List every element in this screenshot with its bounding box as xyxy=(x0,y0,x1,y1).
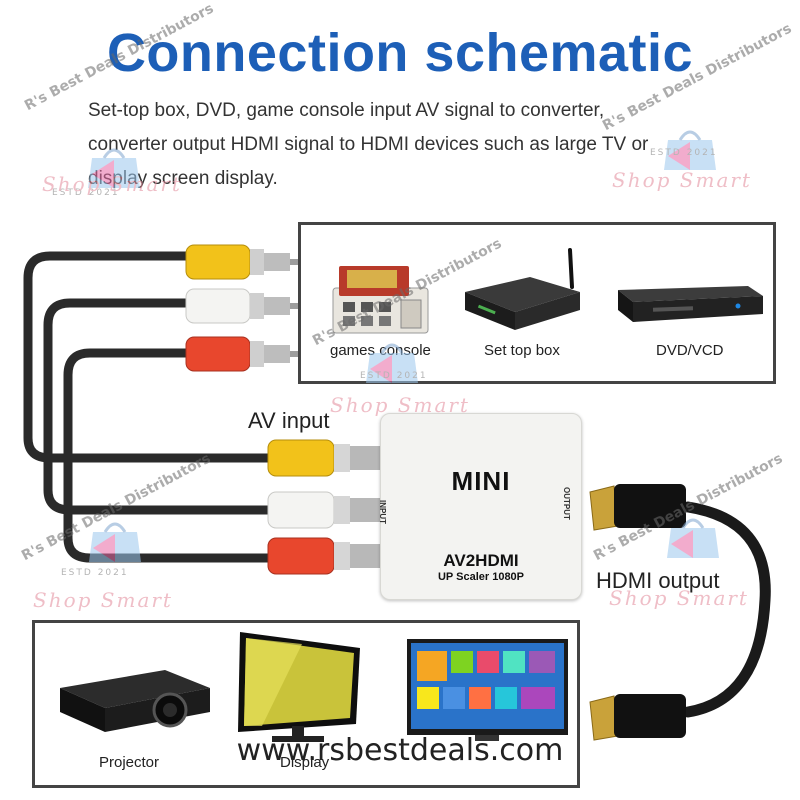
source-label-games-console: games console xyxy=(330,342,431,359)
converter-model: AV2HDMI xyxy=(443,551,519,570)
display-label-display: Display xyxy=(280,754,330,771)
game-console-icon xyxy=(332,266,429,334)
source-label-dvd-vcd: DVD/VCD xyxy=(656,342,724,359)
hdmi-cable xyxy=(682,501,771,718)
hdmi-plug-bottom xyxy=(589,694,686,741)
rca-plug-red-source xyxy=(185,336,298,372)
converter-brand: MINI xyxy=(451,466,511,496)
hdmi-output-label: HDMI output xyxy=(596,568,720,593)
av-input-label: AV input xyxy=(248,408,330,433)
av-cable-red xyxy=(63,348,275,563)
monitor-icon xyxy=(238,632,360,742)
source-label-set-top-box: Set top box xyxy=(484,342,560,359)
rca-plugs-source xyxy=(185,244,298,372)
rca-plug-red-input xyxy=(267,537,380,575)
dvd-player-icon xyxy=(618,286,763,322)
description-line-2: converter output HDMI signal to HDMI dev… xyxy=(88,134,649,155)
rca-plug-yellow-input xyxy=(267,439,380,477)
rca-plug-white-source xyxy=(185,288,298,324)
rca-plug-yellow-source xyxy=(185,244,298,280)
converter-input-port-label: INPUT xyxy=(378,500,387,524)
converter-output-port-label: OUTPUT xyxy=(562,487,571,520)
website-url: www.rsbestdeals.com xyxy=(236,733,564,768)
tv-icon xyxy=(407,639,568,741)
set-top-box-icon xyxy=(465,248,580,330)
hdmi-plug-top xyxy=(589,484,686,531)
rca-plugs-input xyxy=(267,439,380,575)
av2hdmi-converter: MINI AV2HDMI UP Scaler 1080P INPUT OUTPU… xyxy=(378,413,582,600)
av-cable-yellow xyxy=(23,251,275,463)
description-line-1: Set-top box, DVD, game console input AV … xyxy=(88,100,605,121)
converter-subtitle: UP Scaler 1080P xyxy=(437,571,525,583)
projector-icon xyxy=(60,670,210,732)
rca-plug-white-input xyxy=(267,491,380,529)
display-label-projector: Projector xyxy=(99,754,160,771)
av-cable-white xyxy=(43,298,275,515)
page-title: Connection schematic xyxy=(106,23,694,83)
